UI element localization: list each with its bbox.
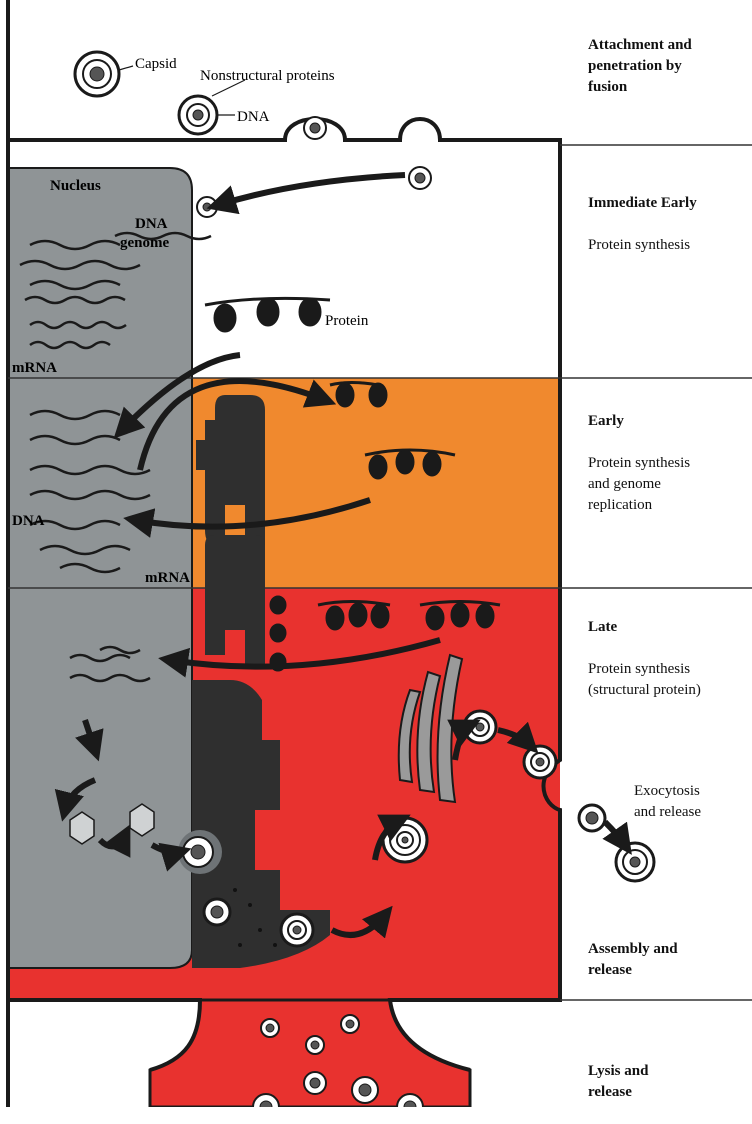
stage-title: Attachment and penetration by fusion: [588, 35, 692, 98]
nucleus-label: Nucleus: [50, 178, 101, 194]
dna-mid-label: DNA: [12, 513, 45, 529]
dna-genome-label-2: genome: [120, 235, 169, 251]
stage-early: Early Protein synthesis and genome repli…: [588, 390, 690, 537]
stage-title: Assembly and release: [588, 939, 678, 981]
stage-assembly: Assembly and release: [588, 918, 678, 1002]
capsid-label: Capsid: [135, 56, 177, 72]
capsid-virion: [75, 52, 119, 96]
mrna-upper-label: mRNA: [12, 360, 57, 376]
dna-genome-label-1: DNA: [135, 216, 168, 232]
stage-late: Late Protein synthesis (structural prote…: [588, 596, 701, 722]
stage-immediate-early: Immediate Early Protein synthesis: [588, 172, 697, 277]
mrna-lower-label: mRNA: [145, 570, 190, 586]
stage-title: Early: [588, 411, 690, 432]
stage-lysis: Lysis and release: [588, 1040, 648, 1124]
stage-title: Lysis and release: [588, 1061, 648, 1103]
dna-virion: [179, 96, 217, 134]
nonstructural-proteins-label: Nonstructural proteins: [200, 68, 335, 84]
stage-desc: Protein synthesis and genome replication: [588, 453, 690, 516]
stage-desc: Protein synthesis: [588, 235, 697, 256]
exocytosis-label: Exocytosis and release: [634, 781, 701, 823]
stage-title: Late: [588, 617, 701, 638]
stage-desc: Protein synthesis (structural protein): [588, 659, 701, 701]
stage-attachment: Attachment and penetration by fusion: [588, 14, 692, 119]
protein-label: Protein: [325, 313, 369, 329]
dna-top-label: DNA: [237, 109, 270, 125]
stage-title: Immediate Early: [588, 193, 697, 214]
